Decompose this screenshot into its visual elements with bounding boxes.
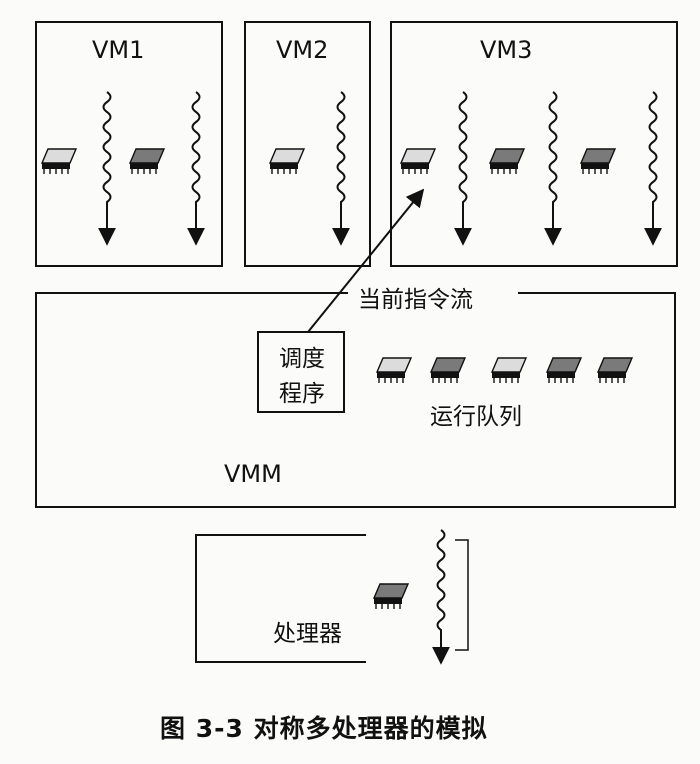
vm3-chip-3 <box>580 148 616 175</box>
vm1-chip-2 <box>129 148 165 175</box>
vm2-chip <box>269 148 305 175</box>
vm3-stream-1 <box>454 91 472 246</box>
figure-caption: 图 3-3 对称多处理器的模拟 <box>160 714 488 743</box>
scheduler-label-line1: 调度 <box>279 346 325 372</box>
vm1-box <box>35 21 223 267</box>
run-queue-chip-2 <box>430 357 466 384</box>
vm3-stream-2 <box>544 91 562 246</box>
current-instruction-stream-label: 当前指令流 <box>358 287 473 313</box>
vm3-stream-3 <box>644 91 662 246</box>
scheduler-box <box>257 331 345 413</box>
vmm-label: VMM <box>224 460 282 488</box>
run-queue-chip-4 <box>546 357 582 384</box>
processor-bracket <box>455 539 469 651</box>
dispatch-arrow <box>307 188 425 333</box>
vm1-stream-2 <box>187 91 205 246</box>
processor-label: 处理器 <box>273 621 342 647</box>
vm3-chip-1 <box>400 148 436 175</box>
processor-stream <box>432 529 450 665</box>
vm1-stream-1 <box>98 91 116 246</box>
vm3-chip-2 <box>489 148 525 175</box>
run-queue-chip-5 <box>597 357 633 384</box>
run-queue-label: 运行队列 <box>430 404 522 430</box>
instruction-streams <box>98 91 662 665</box>
vm2-stream <box>332 91 350 246</box>
vm3-box <box>390 21 678 267</box>
vm3-label: VM3 <box>480 36 533 64</box>
run-queue-chip-3 <box>491 357 527 384</box>
vmm-box <box>35 292 676 508</box>
run-queue-chip-1 <box>376 357 412 384</box>
vm2-box <box>244 21 371 267</box>
vm1-label: VM1 <box>92 36 145 64</box>
vm2-label: VM2 <box>276 36 329 64</box>
scheduler-label-line2: 程序 <box>279 381 325 407</box>
processor-box <box>195 534 366 663</box>
processor-chip <box>373 583 409 610</box>
vm1-chip-1 <box>41 148 77 175</box>
